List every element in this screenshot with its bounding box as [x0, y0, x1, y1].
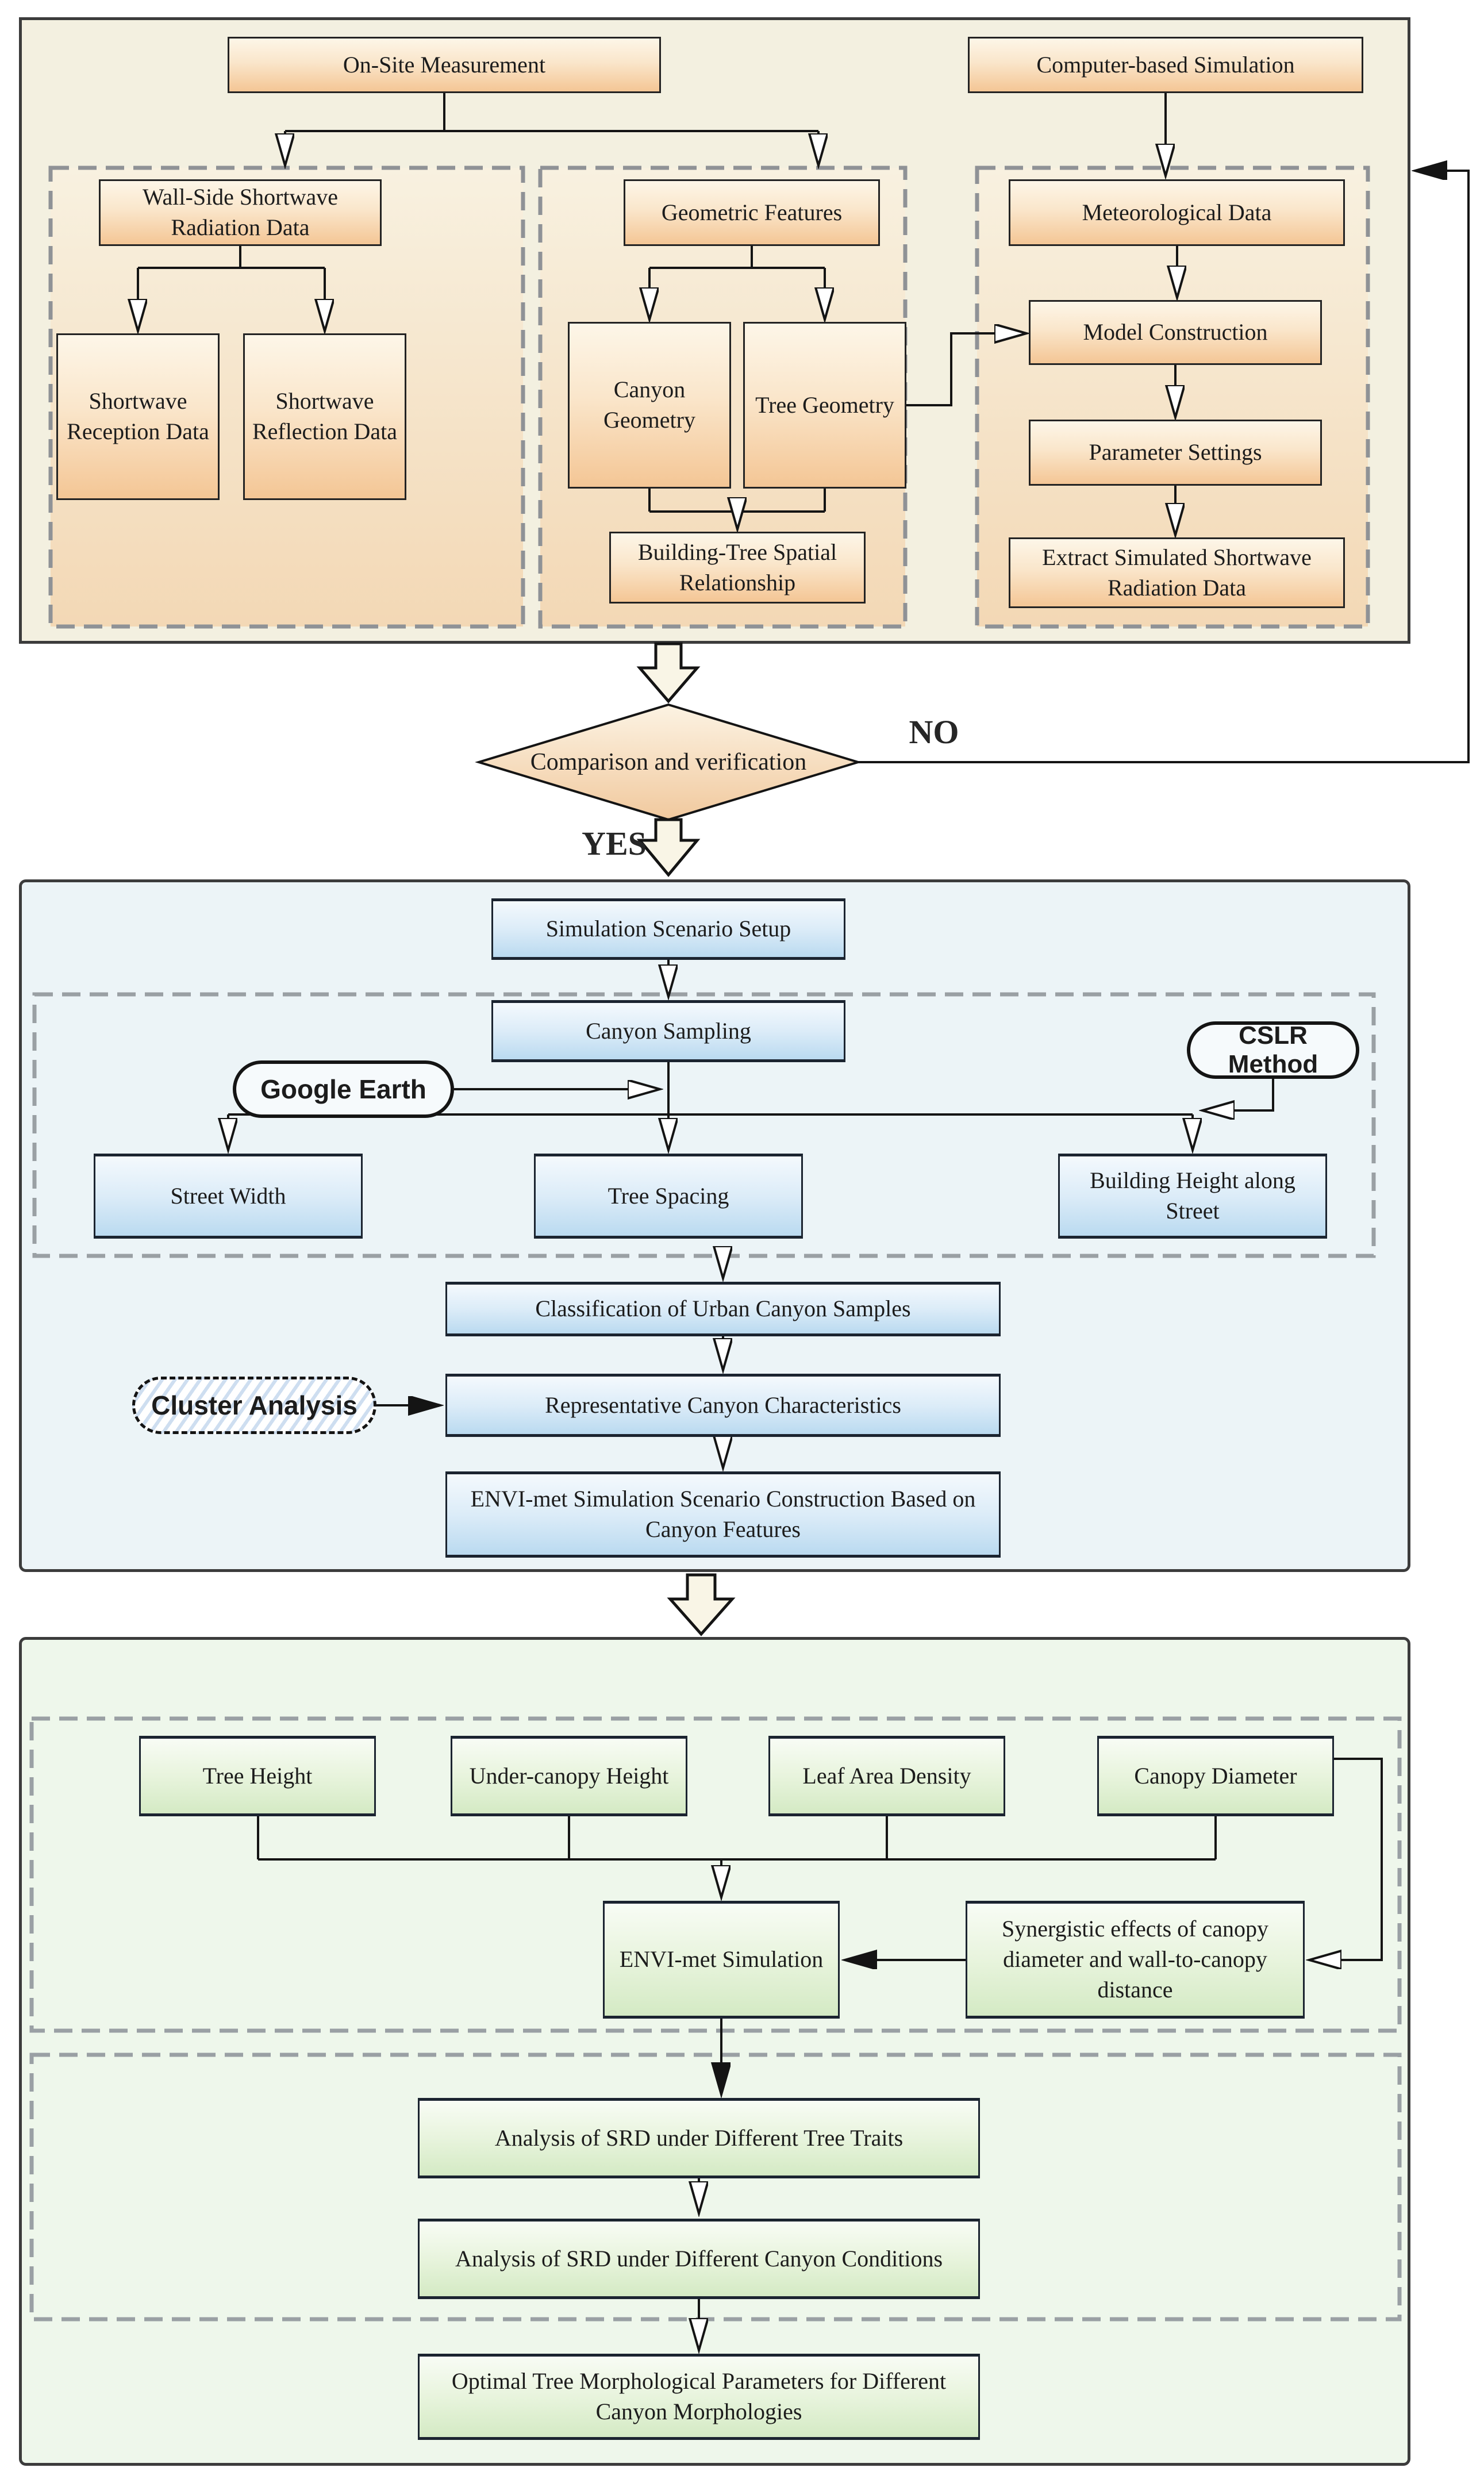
node-analysis-srd-tree-traits: Analysis of SRD under Different Tree Tra…: [418, 2098, 980, 2178]
node-geometric-features: Geometric Features: [624, 179, 880, 246]
node-synergistic-effects: Synergistic effects of canopy diameter a…: [966, 1901, 1305, 2019]
node-extract-simulated-srd: Extract Simulated Shortwave Radiation Da…: [1009, 537, 1345, 608]
block-arrow-to-decision: [636, 642, 701, 704]
node-on-site-measurement: On-Site Measurement: [228, 37, 661, 93]
node-optimal-tree-morphological-parameters: Optimal Tree Morphological Parameters fo…: [418, 2354, 980, 2440]
block-arrow-to-traits: [667, 1573, 736, 1636]
node-model-construction: Model Construction: [1029, 300, 1322, 365]
node-simulation-scenario-setup: Simulation Scenario Setup: [491, 898, 845, 960]
node-building-height-along-street: Building Height along Street: [1058, 1154, 1327, 1239]
decision-label: Comparison and verification: [530, 749, 807, 775]
no-label: NO: [909, 713, 959, 751]
node-meteorological-data: Meteorological Data: [1009, 179, 1345, 246]
yes-label: YES: [582, 824, 647, 862]
node-street-width: Street Width: [94, 1154, 363, 1239]
node-tree-height: Tree Height: [139, 1736, 376, 1816]
node-wall-side-shortwave-radiation-data: Wall-Side Shortwave Radiation Data: [99, 179, 382, 246]
node-under-canopy-height: Under-canopy Height: [451, 1736, 687, 1816]
node-building-tree-spatial-relationship: Building-Tree Spatial Relationship: [609, 532, 866, 604]
node-computer-based-simulation: Computer-based Simulation: [968, 37, 1363, 93]
node-tree-spacing: Tree Spacing: [534, 1154, 803, 1239]
node-cslr-method: CSLR Method: [1187, 1021, 1359, 1079]
node-shortwave-reflection-data: Shortwave Reflection Data: [243, 333, 406, 500]
node-canyon-geometry: Canyon Geometry: [568, 322, 731, 489]
node-parameter-settings: Parameter Settings: [1029, 420, 1322, 486]
node-classification-of-urban-canyon-samples: Classification of Urban Canyon Samples: [445, 1282, 1001, 1336]
node-leaf-area-density: Leaf Area Density: [768, 1736, 1005, 1816]
node-canopy-diameter: Canopy Diameter: [1097, 1736, 1334, 1816]
node-cluster-analysis: Cluster Analysis: [132, 1377, 376, 1434]
node-shortwave-reception-data: Shortwave Reception Data: [56, 333, 220, 500]
node-representative-canyon-characteristics: Representative Canyon Characteristics: [445, 1374, 1001, 1437]
node-envi-met-simulation: ENVI-met Simulation: [603, 1901, 840, 2019]
node-google-earth: Google Earth: [233, 1060, 454, 1118]
block-arrow-yes: [636, 818, 701, 877]
node-canyon-sampling: Canyon Sampling: [491, 1000, 845, 1062]
node-analysis-srd-canyon-conditions: Analysis of SRD under Different Canyon C…: [418, 2219, 980, 2299]
node-tree-geometry: Tree Geometry: [743, 322, 906, 489]
node-envi-met-scenario-construction: ENVI-met Simulation Scenario Constructio…: [445, 1471, 1001, 1558]
